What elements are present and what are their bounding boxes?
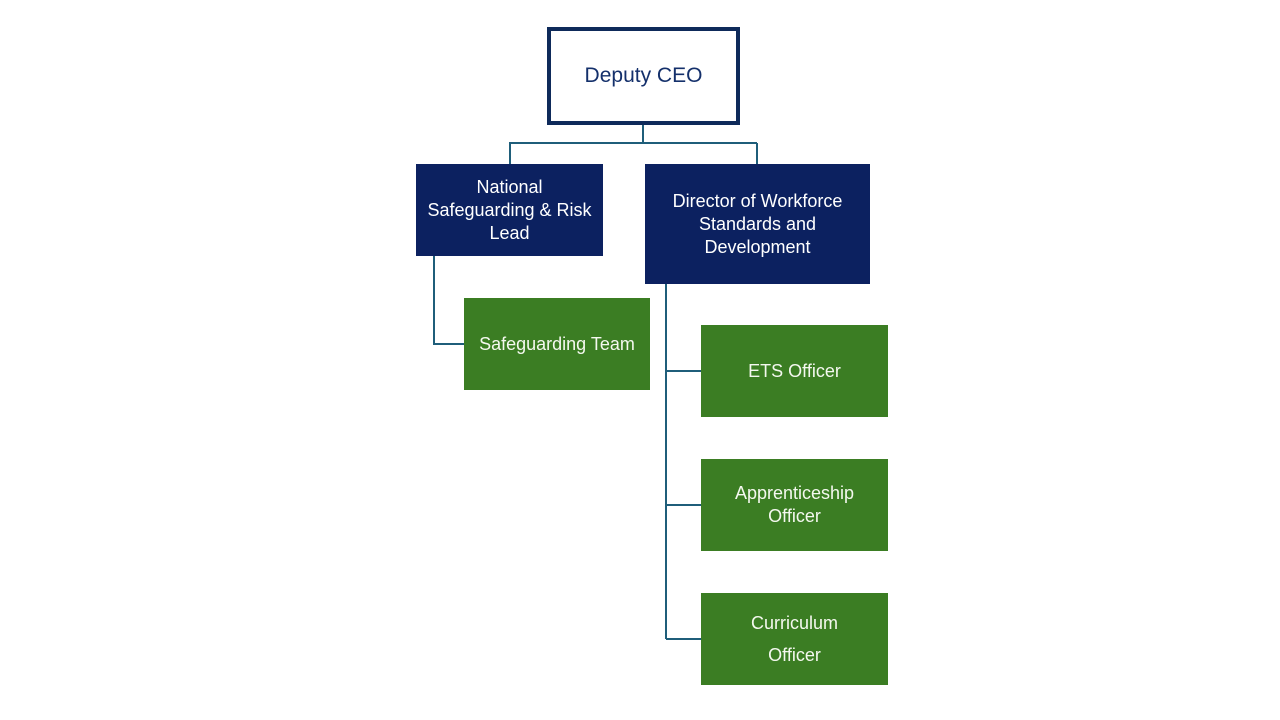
connector-lead-to-team	[433, 256, 464, 345]
node-label: Apprenticeship Officer	[734, 483, 855, 526]
node-ets-officer: ETS Officer	[701, 325, 888, 417]
node-label: Director of Workforce Standards and Deve…	[672, 190, 843, 257]
node-director-workforce-standards: Director of Workforce Standards and Deve…	[645, 164, 870, 284]
node-label: Deputy CEO	[584, 64, 703, 87]
node-curriculum-officer: Curriculum Officer	[701, 593, 888, 685]
node-label: ETS Officer	[748, 360, 841, 381]
node-safeguarding-team: Safeguarding Team	[464, 298, 650, 390]
node-apprenticeship-officer: Apprenticeship Officer	[701, 459, 888, 551]
node-label: Curriculum Officer	[750, 613, 838, 665]
node-label: Safeguarding Team	[479, 333, 635, 354]
node-national-safeguarding-risk-lead: National Safeguarding & Risk Lead	[416, 164, 603, 256]
node-label: National Safeguarding & Risk Lead	[427, 176, 592, 243]
node-deputy-ceo: Deputy CEO	[547, 27, 740, 125]
